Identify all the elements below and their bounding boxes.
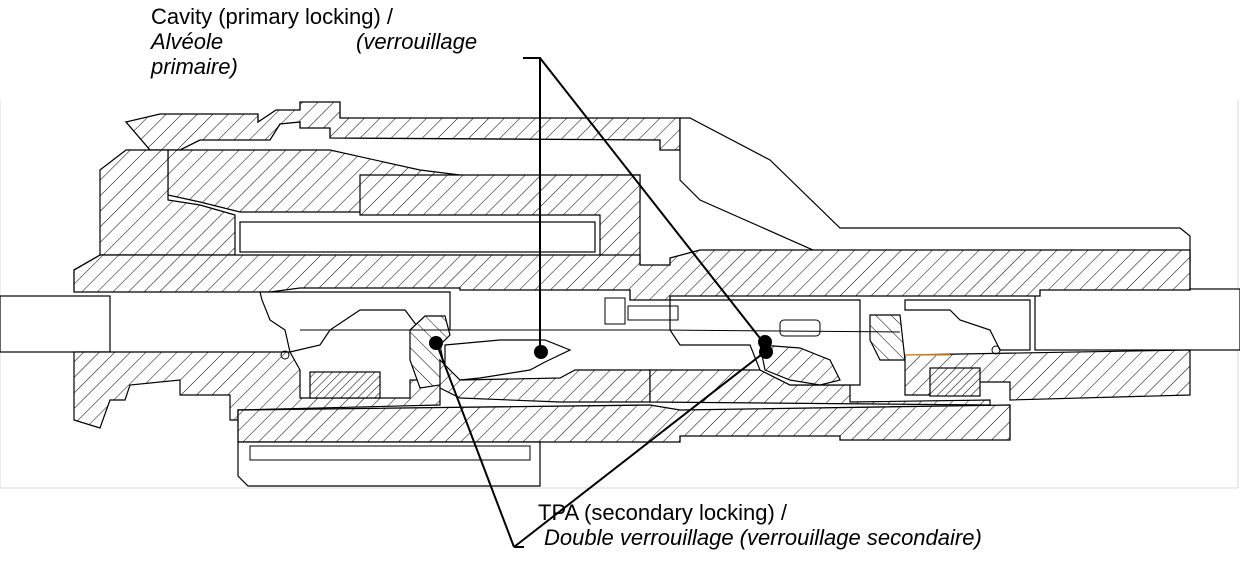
leader-lines bbox=[435, 57, 767, 548]
seal-left bbox=[309, 371, 381, 399]
seal-right bbox=[929, 367, 981, 397]
secondary-callout-line2: Double verrouillage (verrouillage second… bbox=[544, 525, 982, 550]
primary-leader-diag bbox=[539, 57, 764, 343]
small-details bbox=[280, 297, 1001, 360]
bottom-rib bbox=[249, 445, 531, 461]
secondary-leader-left bbox=[435, 341, 515, 548]
primary-dot bbox=[534, 345, 548, 359]
housing-diagonal bbox=[679, 117, 1191, 263]
primary-callout-line3: primaire) bbox=[151, 54, 238, 79]
right-end-lower bbox=[904, 349, 1191, 401]
primary-locking-callout: Cavity (primary locking) / Alvéole (verro… bbox=[151, 4, 511, 79]
tpa-wedge-right bbox=[869, 314, 906, 361]
callout-dots bbox=[429, 335, 773, 359]
cable-right bbox=[1034, 288, 1240, 351]
primary-callout-line1: Cavity (primary locking) / bbox=[151, 4, 394, 29]
primary-callout-line2: Alvéole (verrouillage bbox=[151, 29, 511, 54]
primary-latch bbox=[444, 339, 572, 381]
secondary-callout-line1: TPA (secondary locking) / bbox=[538, 500, 788, 525]
right-contact bbox=[904, 299, 1031, 351]
secondary-dot-left bbox=[429, 336, 443, 350]
secondary-leader-right bbox=[513, 350, 767, 548]
primary-callout-line2b: (verrouillage bbox=[356, 29, 478, 54]
primary-callout-line2a: Alvéole bbox=[151, 29, 224, 54]
latch-slot bbox=[239, 221, 596, 253]
cable-left bbox=[0, 295, 111, 353]
secondary-dot-right bbox=[759, 345, 773, 359]
main-band bbox=[73, 249, 1191, 301]
secondary-locking-callout: TPA (secondary locking) / Double verroui… bbox=[538, 500, 982, 550]
housing-top-shell bbox=[124, 101, 681, 151]
secondary-latch-right bbox=[759, 344, 841, 386]
bottom-bar bbox=[237, 404, 1011, 443]
